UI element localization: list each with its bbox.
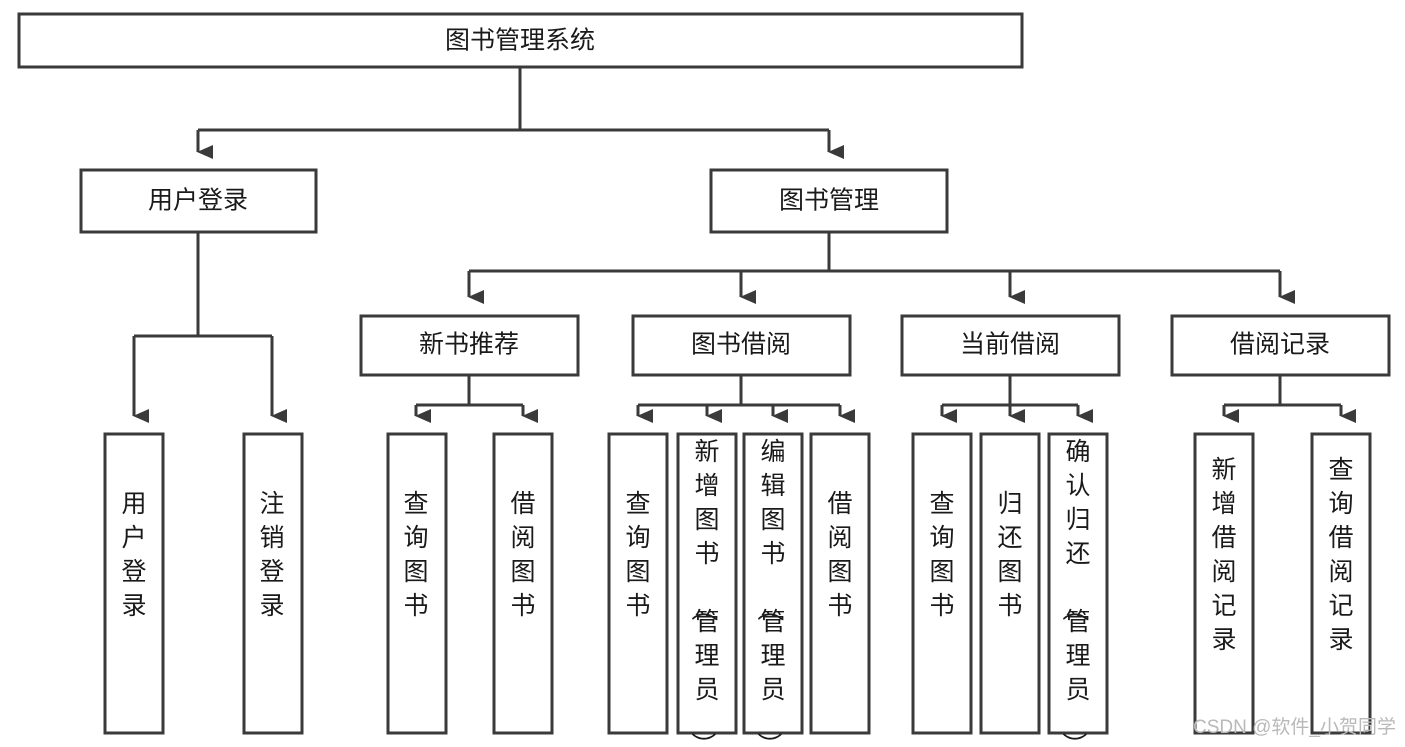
connector-layer	[132, 67, 1356, 423]
node-book-borrow-label: 图书借阅	[691, 331, 791, 359]
node-user-login-label: 用户登录	[148, 187, 248, 215]
node-current-borrow-label: 当前借阅	[960, 331, 1060, 359]
node-book-borrow-box[interactable]	[631, 314, 852, 377]
node-leaf-borrow-book-2[interactable]: 借阅图书	[809, 432, 871, 735]
node-leaf-edit-book-label: 编辑图书（管理员）	[754, 438, 785, 747]
node-leaf-edit-book[interactable]: 编辑图书（管理员）	[742, 432, 804, 747]
node-current-borrow[interactable]: 当前借阅	[900, 314, 1121, 377]
node-leaf-query-book-1-box[interactable]	[386, 432, 448, 735]
node-new-book-recommend-label: 新书推荐	[419, 331, 519, 359]
node-leaf-query-book-2-label: 查询图书	[625, 490, 650, 620]
node-leaf-borrow-book-2-label: 借阅图书	[827, 490, 852, 620]
node-current-borrow-box[interactable]	[900, 314, 1121, 377]
node-leaf-query-record[interactable]: 查询借阅记录	[1310, 432, 1372, 735]
node-new-book-recommend-box[interactable]	[359, 314, 580, 377]
node-borrow-record-label: 借阅记录	[1230, 331, 1330, 359]
node-leaf-confirm-return-box[interactable]	[1047, 432, 1109, 735]
node-leaf-borrow-book-1[interactable]: 借阅图书	[492, 432, 554, 735]
watermark-label: CSDN @软件_小贺同学	[1193, 716, 1396, 738]
node-book-manage[interactable]: 图书管理	[709, 168, 949, 234]
node-leaf-query-record-box[interactable]	[1310, 432, 1372, 735]
node-borrow-record-box[interactable]	[1170, 314, 1391, 377]
node-leaf-query-book-2-box[interactable]	[607, 432, 669, 735]
node-leaf-add-record-label: 新增借阅记录	[1211, 456, 1236, 654]
node-leaf-add-book-box[interactable]	[676, 432, 738, 735]
node-root-box[interactable]	[17, 12, 1024, 69]
node-book-manage-box[interactable]	[709, 168, 949, 234]
node-leaf-query-record-label: 查询借阅记录	[1328, 456, 1353, 654]
node-book-manage-label: 图书管理	[779, 187, 879, 215]
node-leaf-user-logout[interactable]: 注销登录	[242, 432, 304, 735]
node-leaf-borrow-book-1-box[interactable]	[492, 432, 554, 735]
node-user-login[interactable]: 用户登录	[79, 168, 318, 234]
node-leaf-user-login-box[interactable]	[103, 432, 165, 735]
node-leaf-return-book-box[interactable]	[979, 432, 1041, 735]
node-leaf-borrow-book-1-label: 借阅图书	[510, 490, 535, 620]
node-leaf-query-book-2[interactable]: 查询图书	[607, 432, 669, 735]
node-leaf-add-book[interactable]: 新增图书（管理员）	[676, 432, 738, 747]
node-leaf-user-login[interactable]: 用户登录	[103, 432, 165, 735]
node-new-book-recommend[interactable]: 新书推荐	[359, 314, 580, 377]
node-leaf-confirm-return-label: 确认归还（管理员）	[1059, 438, 1090, 747]
node-leaf-borrow-book-2-box[interactable]	[809, 432, 871, 735]
node-borrow-record[interactable]: 借阅记录	[1170, 314, 1391, 377]
node-user-login-box[interactable]	[79, 168, 318, 234]
node-leaf-user-login-label: 用户登录	[121, 490, 146, 620]
node-leaf-query-book-1-label: 查询图书	[403, 490, 428, 620]
node-leaf-query-book-1[interactable]: 查询图书	[386, 432, 448, 735]
node-leaf-return-book[interactable]: 归还图书	[979, 432, 1041, 735]
node-leaf-query-book-3-box[interactable]	[911, 432, 973, 735]
node-leaf-add-record-box[interactable]	[1193, 432, 1255, 735]
node-leaf-query-book-3-label: 查询图书	[929, 490, 954, 620]
node-leaf-return-book-label: 归还图书	[997, 490, 1022, 620]
node-leaf-add-book-label: 新增图书（管理员）	[688, 438, 719, 747]
node-book-borrow[interactable]: 图书借阅	[631, 314, 852, 377]
node-leaf-user-logout-label: 注销登录	[259, 490, 284, 620]
node-leaf-confirm-return[interactable]: 确认归还（管理员）	[1047, 432, 1109, 747]
node-root[interactable]: 图书管理系统	[17, 12, 1024, 69]
node-leaf-edit-book-box[interactable]	[742, 432, 804, 735]
node-leaf-query-book-3[interactable]: 查询图书	[911, 432, 973, 735]
node-root-label: 图书管理系统	[445, 27, 595, 55]
node-leaf-add-record[interactable]: 新增借阅记录	[1193, 432, 1255, 735]
node-leaf-user-logout-box[interactable]	[242, 432, 304, 735]
